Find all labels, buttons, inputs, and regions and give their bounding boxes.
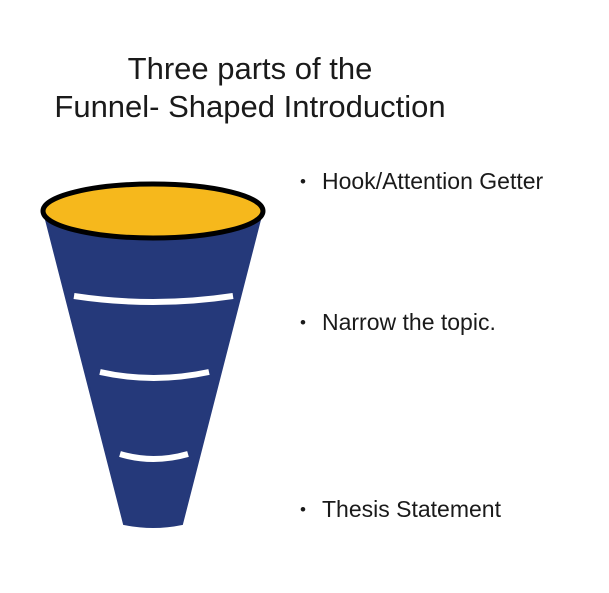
bullet-item-hook: • Hook/Attention Getter — [300, 167, 543, 196]
diagram-title: Three parts of the Funnel- Shaped Introd… — [0, 50, 500, 126]
bullet-list: • Hook/Attention Getter • Narrow the topic… — [300, 0, 609, 593]
bullet-dot: • — [300, 172, 306, 191]
funnel-band-2 — [99, 369, 210, 381]
funnel-band-1 — [73, 293, 234, 305]
bullet-dot: • — [300, 500, 306, 519]
funnel-body — [41, 207, 265, 528]
funnel-icon — [40, 181, 266, 528]
title-line-1: Three parts of the — [127, 51, 373, 86]
title-line-2: Funnel- Shaped Introduction — [54, 89, 446, 124]
bullet-text: Hook/Attention Getter — [322, 168, 544, 194]
bullet-text: Thesis Statement — [322, 496, 501, 522]
funnel-rim — [40, 181, 266, 241]
bullet-item-thesis: • Thesis Statement — [300, 495, 501, 524]
funnel-band-3 — [119, 451, 189, 462]
bullet-dot: • — [300, 313, 306, 332]
bullet-item-narrow: • Narrow the topic. — [300, 308, 496, 337]
bullet-text: Narrow the topic. — [322, 309, 496, 335]
